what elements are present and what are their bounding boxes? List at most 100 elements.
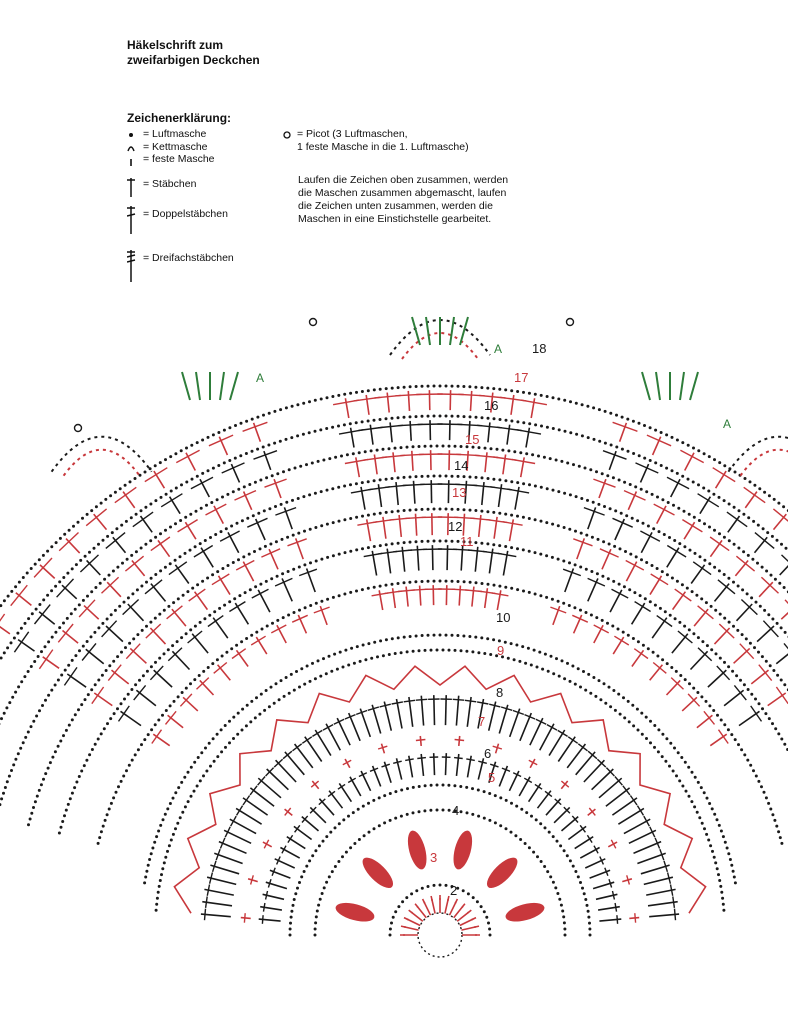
- stitch-cross: [309, 806, 317, 814]
- chain-stitch-dot: [361, 547, 364, 551]
- stitch-stem: [605, 787, 631, 807]
- chain-stitch-dot: [145, 869, 149, 873]
- stitch-cross: [105, 532, 126, 549]
- chain-stitch-dot: [390, 542, 394, 546]
- chain-stitch-dot: [263, 708, 267, 712]
- chain-stitch-dot: [640, 558, 643, 562]
- chain-stitch-dot: [607, 685, 611, 689]
- chain-stitch-dot: [313, 491, 317, 495]
- chain-stitch-dot: [164, 492, 168, 496]
- stitch-stem: [349, 776, 362, 797]
- chain-stitch-dot: [221, 567, 225, 570]
- picot-label-2: 1 feste Masche in die 1. Luftmasche): [297, 141, 469, 153]
- note-line: die Maschen zusammen abgemascht, laufen: [298, 187, 507, 199]
- chain-stitch-dot: [80, 703, 84, 707]
- chain-stitch-dot: [264, 579, 268, 583]
- chain-stitch-dot: [775, 538, 779, 542]
- chain-stitch-dot: [698, 816, 702, 820]
- chain-stitch-dot: [777, 732, 781, 736]
- chain-stitch-dot: [311, 854, 315, 858]
- stitch-cross: [358, 772, 368, 778]
- stitch-stem: [400, 925, 419, 931]
- chain-stitch-dot: [426, 474, 430, 478]
- chain-stitch-dot: [384, 510, 388, 514]
- chain-stitch-dot: [161, 713, 164, 717]
- chain-stitch-dot: [723, 660, 726, 664]
- chain-stitch-dot: [483, 652, 487, 655]
- chain-stitch-dot: [265, 476, 269, 480]
- stitch-stem: [17, 638, 35, 652]
- chain-stitch-dot: [159, 823, 163, 827]
- chain-stitch-dot: [590, 535, 594, 539]
- chain-stitch-dot: [284, 437, 288, 441]
- stitch-cross: [344, 458, 369, 465]
- chain-stitch-dot: [250, 633, 254, 637]
- stitch-cross: [758, 664, 773, 682]
- chain-stitch-dot: [154, 573, 158, 576]
- chain-stitch-dot: [249, 720, 253, 724]
- chain-stitch-dot: [309, 561, 312, 565]
- row-8-stitches: [200, 695, 680, 921]
- chain-stitch-dot: [393, 652, 397, 655]
- chain-stitch-dot: [344, 648, 348, 652]
- chain-stitch-dot: [58, 626, 62, 630]
- chain-stitch-dot: [560, 659, 564, 663]
- stitch-stem: [734, 559, 749, 577]
- chain-stitch-dot: [423, 444, 427, 448]
- stitch-stem: [579, 846, 600, 859]
- chain-stitch-dot: [287, 468, 291, 472]
- stitch-stem: [150, 583, 167, 602]
- chain-stitch-dot: [320, 557, 324, 561]
- chain-stitch-dot: [314, 559, 318, 563]
- chain-stitch-dot: [646, 647, 650, 651]
- chain-stitch-dot: [286, 570, 290, 573]
- chain-stitch-dot: [543, 865, 547, 868]
- chain-stitch-dot: [42, 598, 46, 602]
- chain-stitch-dot: [764, 796, 768, 800]
- chain-stitch-dot: [149, 620, 153, 624]
- chain-stitch-dot: [584, 898, 588, 901]
- stitch-cross: [287, 538, 307, 547]
- stitch-stem: [110, 669, 130, 685]
- chain-stitch-dot: [575, 432, 579, 436]
- chain-stitch-dot: [183, 551, 187, 555]
- chain-stitch-dot: [643, 597, 647, 601]
- chain-stitch-dot: [153, 616, 157, 620]
- row-label-9: 9: [497, 643, 504, 658]
- stitch-cross: [264, 890, 269, 900]
- stitch-stem: [560, 815, 579, 832]
- chain-stitch-dot: [378, 478, 382, 482]
- chain-stitch-dot: [641, 643, 645, 647]
- chain-stitch-dot: [619, 511, 623, 515]
- chain-stitch-dot: [526, 646, 530, 650]
- chain-stitch-dot: [305, 864, 309, 868]
- chain-stitch-dot: [727, 852, 731, 856]
- stitch-stem: [693, 608, 709, 627]
- stitch-cross: [781, 554, 788, 563]
- chain-stitch-dot: [355, 390, 358, 394]
- chain-stitch-dot: [486, 477, 490, 480]
- chain-stitch-dot: [462, 540, 466, 544]
- chain-stitch-dot: [559, 903, 563, 907]
- stitch-cross: [534, 783, 543, 790]
- chain-stitch-dot: [222, 461, 226, 465]
- stitch-cross: [622, 785, 631, 796]
- stitch-cross: [242, 421, 268, 432]
- chain-stitch-dot: [657, 530, 661, 534]
- petal: [362, 857, 394, 889]
- chain-stitch-dot: [615, 413, 618, 417]
- chain-stitch-dot: [93, 683, 97, 687]
- chain-stitch-dot: [2, 711, 6, 715]
- chain-stitch-dot: [85, 640, 89, 643]
- chain-stitch-dot: [474, 541, 478, 545]
- chain-stitch-dot: [683, 760, 687, 764]
- chain-stitch-dot: [480, 509, 484, 513]
- stitch-cross: [571, 815, 579, 823]
- stitch-cross: [583, 506, 605, 516]
- chain-stitch-dot: [101, 824, 105, 828]
- chain-stitch-dot: [600, 618, 604, 622]
- chain-stitch-dot: [63, 668, 67, 672]
- chain-stitch-dot: [504, 545, 508, 548]
- stitch-cross: [344, 713, 356, 720]
- chain-stitch-dot: [516, 547, 519, 551]
